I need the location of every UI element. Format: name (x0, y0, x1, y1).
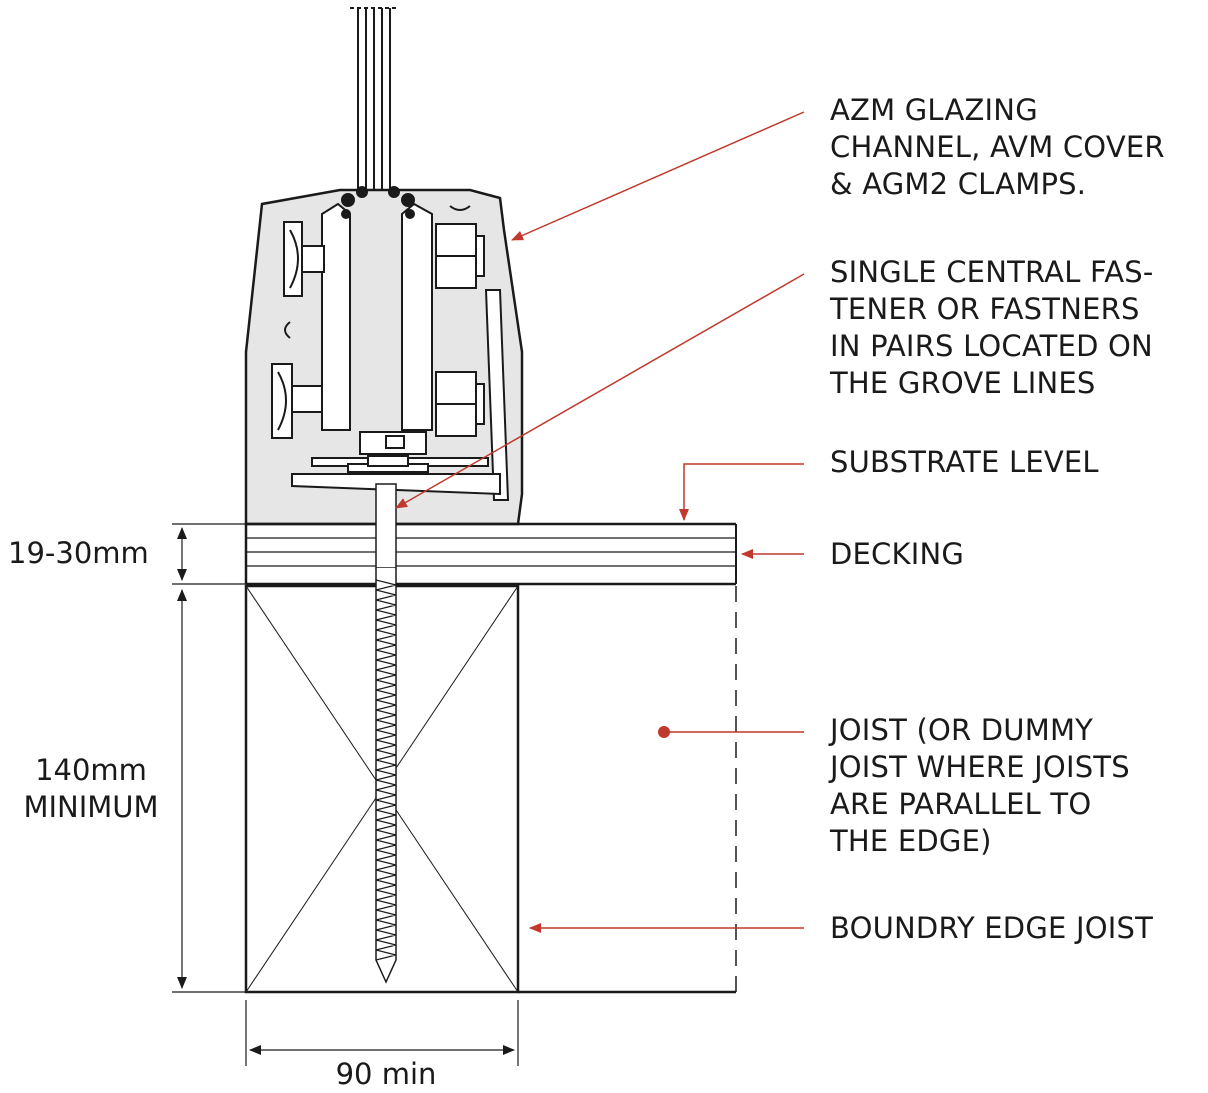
label-line: CHANNEL, AVM COVER (830, 130, 1165, 164)
dim-text: 90 min (335, 1057, 437, 1091)
glazing-channel-profile (244, 186, 524, 526)
dimension-lines (172, 523, 519, 1066)
fixing-screw (375, 483, 397, 984)
label-decking: DECKING (830, 536, 964, 573)
label-line: JOIST WHERE JOISTS (830, 750, 1130, 784)
decking-board (244, 522, 737, 586)
label-line: JOIST (OR DUMMY (830, 713, 1094, 747)
label-substrate-level: SUBSTRATE LEVEL (830, 444, 1099, 481)
dim-text: MINIMUM (23, 790, 159, 824)
label-glazing-channel: AZM GLAZING CHANNEL, AVM COVER & AGM2 CL… (830, 92, 1165, 203)
label-line: SUBSTRATE LEVEL (830, 445, 1099, 479)
dim-joist-depth: 140mm MINIMUM (14, 752, 168, 826)
dummy-joist (518, 586, 737, 994)
label-line: SINGLE CENTRAL FAS- (830, 255, 1154, 289)
label-line: TENER OR FASTNERS (830, 292, 1140, 326)
dim-text: 19-30mm (8, 536, 149, 570)
label-line: DECKING (830, 537, 965, 571)
label-line: BOUNDRY EDGE JOIST (830, 911, 1154, 945)
label-boundary-edge-joist: BOUNDRY EDGE JOIST (830, 910, 1153, 947)
label-fastener: SINGLE CENTRAL FAS- TENER OR FASTNERS IN… (830, 254, 1154, 402)
label-line: AZM GLAZING (830, 93, 1038, 127)
dim-decking-thickness: 19-30mm (8, 535, 149, 572)
label-line: IN PAIRS LOCATED ON (830, 329, 1153, 363)
label-line: THE GROVE LINES (830, 366, 1096, 400)
dim-joist-width: 90 min (306, 1056, 466, 1093)
label-line: ARE PARALLEL TO (830, 787, 1092, 821)
joist-marker-dot (658, 726, 670, 738)
label-line: & AGM2 CLAMPS. (830, 167, 1087, 201)
label-joist: JOIST (OR DUMMY JOIST WHERE JOISTS ARE P… (830, 712, 1130, 860)
leader-lines (395, 111, 805, 933)
label-line: THE EDGE) (830, 824, 992, 858)
dim-text: 140mm (35, 753, 147, 787)
